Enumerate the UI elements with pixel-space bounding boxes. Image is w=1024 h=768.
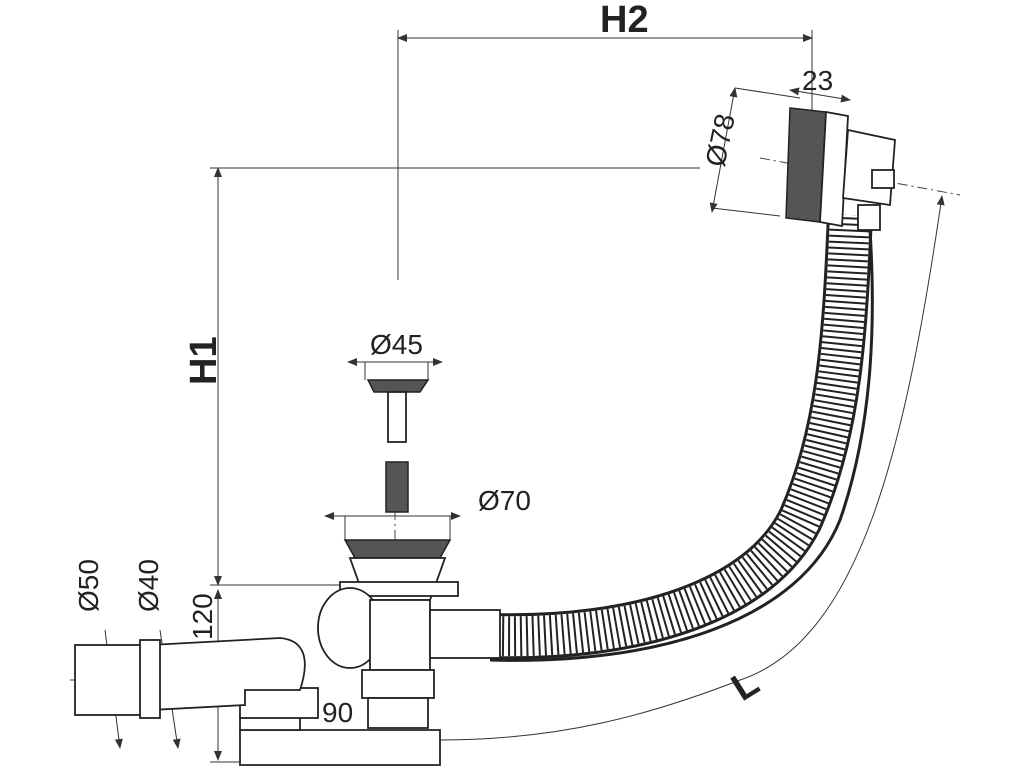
- label-d70: Ø70: [478, 485, 531, 516]
- label-d45: Ø45: [370, 329, 423, 360]
- label-l: L: [725, 662, 767, 710]
- label-d40: Ø40: [133, 559, 164, 612]
- label-d50: Ø50: [73, 559, 104, 612]
- label-h2: H2: [600, 0, 649, 41]
- label-h120: 120: [187, 593, 218, 640]
- outlet-pipe: [74, 637, 306, 719]
- label-w90: 90: [322, 697, 353, 728]
- dimension-lines: [104, 30, 945, 763]
- waste-body: [239, 539, 501, 766]
- label-d78: Ø78: [700, 111, 741, 169]
- label-h1: H1: [183, 336, 225, 385]
- overflow-head: [785, 107, 896, 231]
- label-w23: 23: [802, 65, 833, 96]
- plug-stopper: [366, 379, 430, 513]
- corrugated-hose: [489, 214, 874, 662]
